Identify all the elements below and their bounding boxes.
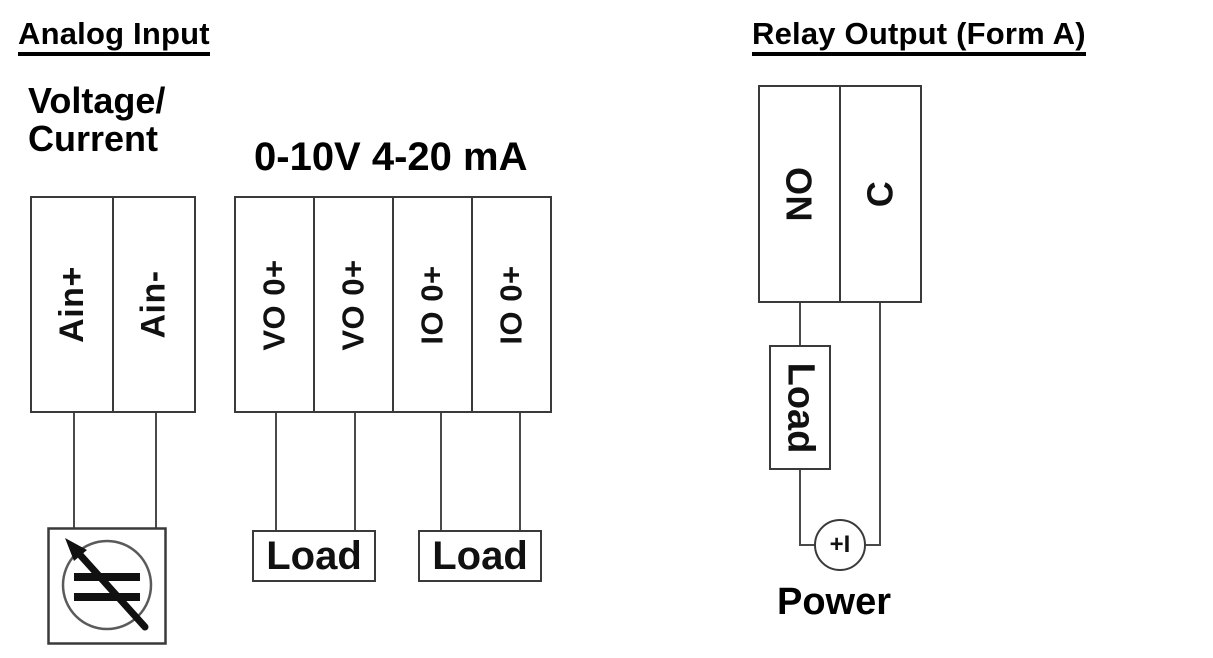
terminal-io-0-plus-2-label: IO 0+ [493, 264, 529, 345]
wire-c-to-power [879, 303, 881, 545]
wire-power-left-leg [799, 544, 816, 546]
wire-ain-minus [155, 413, 157, 530]
signal-range-label: 0-10V 4-20 mA [254, 135, 528, 179]
sensor-transducer-symbol [47, 527, 167, 645]
terminal-vo-0-plus-2[interactable]: VO 0+ [313, 196, 394, 413]
terminal-vo-0-plus-2-label: VO 0+ [335, 258, 371, 351]
wire-io-right [519, 413, 521, 530]
load-box-voltage: Load [252, 530, 376, 582]
wire-no-to-load [799, 303, 801, 346]
load-box-relay-label: Load [779, 362, 821, 453]
wire-power-right-leg [864, 544, 881, 546]
terminal-ain-minus-label: Ain- [134, 270, 173, 339]
terminal-c-label: C [859, 180, 901, 208]
power-source-symbol: +I [814, 519, 866, 571]
terminal-vo-0-plus-1[interactable]: VO 0+ [234, 196, 315, 413]
terminal-no[interactable]: NO [758, 85, 841, 303]
wire-load-to-power [799, 470, 801, 545]
wire-io-left [440, 413, 442, 530]
terminal-ain-plus[interactable]: Ain+ [30, 196, 114, 413]
power-source-circle [814, 519, 866, 571]
analog-input-section-title: Analog Input [18, 18, 210, 56]
terminal-c[interactable]: C [839, 85, 922, 303]
terminal-io-0-plus-1-label: IO 0+ [414, 264, 450, 345]
wire-vo-right [354, 413, 356, 530]
wire-ain-plus [73, 413, 75, 530]
terminal-io-0-plus-2[interactable]: IO 0+ [471, 196, 552, 413]
load-box-current-label: Load [432, 534, 528, 578]
load-box-voltage-label: Load [266, 534, 362, 578]
load-box-relay: Load [769, 345, 831, 470]
voltage-current-label: Voltage/Current [28, 82, 165, 158]
terminal-ain-plus-label: Ain+ [52, 266, 91, 343]
power-caption: Power [777, 581, 892, 623]
voltage-current-line2: Current [28, 117, 159, 159]
analog-output-terminal-block: VO 0+ VO 0+ IO 0+ IO 0+ [234, 196, 552, 413]
analog-input-terminal-block: Ain+ Ain- [30, 196, 198, 413]
voltage-current-line1: Voltage/ [28, 80, 166, 121]
power-source-label: +I [829, 531, 851, 558]
terminal-io-0-plus-1[interactable]: IO 0+ [392, 196, 473, 413]
terminal-no-label: NO [778, 166, 820, 222]
relay-output-terminal-block: NO C [758, 85, 924, 303]
relay-output-section-title: Relay Output (Form A) [752, 18, 1086, 56]
wire-vo-left [275, 413, 277, 530]
load-box-current: Load [418, 530, 542, 582]
terminal-ain-minus[interactable]: Ain- [112, 196, 196, 413]
terminal-vo-0-plus-1-label: VO 0+ [256, 258, 292, 351]
